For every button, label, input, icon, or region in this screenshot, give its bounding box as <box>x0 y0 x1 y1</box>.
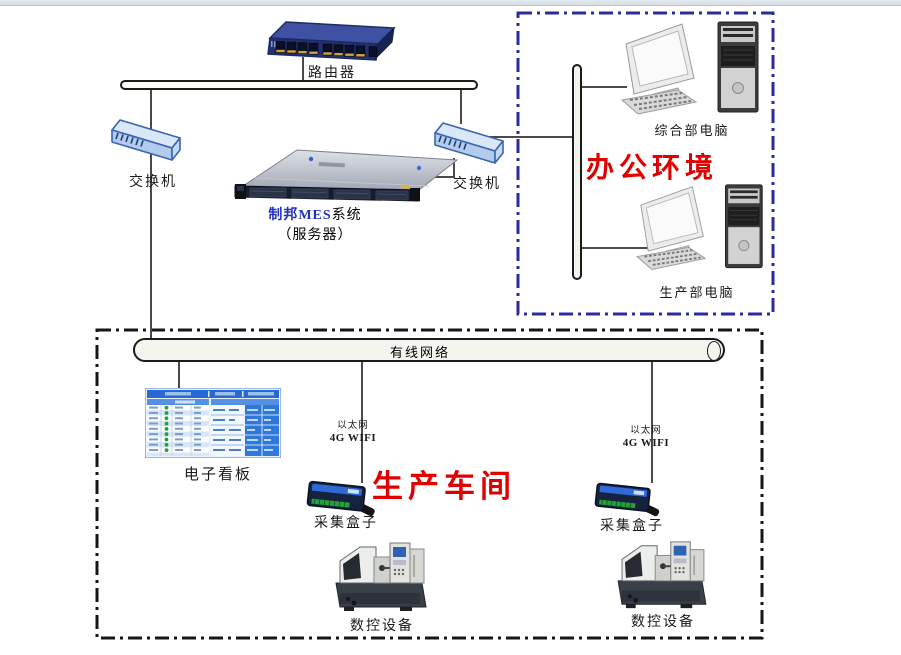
top-network-bus <box>120 80 478 90</box>
server-label: 制邦MES系统 （服务器） <box>248 204 382 244</box>
server-brand-text: 制邦MES <box>268 208 332 223</box>
cnc-right-icon <box>617 541 707 609</box>
left-switch-drop-line <box>150 90 152 340</box>
router-to-bus-line <box>302 57 304 81</box>
kanban-screen <box>145 388 281 458</box>
right-switch-drop-line <box>460 90 462 124</box>
network-to-collector1-line <box>361 361 363 483</box>
cnc-left-label: 数控设备 <box>350 619 414 634</box>
pc-prod-label: 生产部电脑 <box>659 285 735 300</box>
pc-admin-icon <box>620 21 759 115</box>
wifi-label-2: 4G WIFI <box>622 437 670 449</box>
collector-left-label: 采集盒子 <box>314 516 378 531</box>
workshop-zone-border <box>95 328 764 640</box>
cnc-left-icon <box>335 542 427 611</box>
pc-prod-icon <box>636 184 763 270</box>
switch-right-label: 交换机 <box>453 177 501 192</box>
bar-to-pc1-line <box>581 86 627 88</box>
cnc-right-label: 数控设备 <box>631 615 695 630</box>
switch-left-icon <box>111 119 181 161</box>
wifi-label-1: 4G WIFI <box>329 432 377 444</box>
bar-to-pc2-line <box>581 247 657 249</box>
office-zone-label: 办公环境 <box>586 153 719 184</box>
server-subtitle: （服务器） <box>277 228 353 243</box>
collector-left-icon <box>306 480 375 517</box>
mes-server-icon <box>234 149 459 202</box>
window-top-bar <box>0 0 901 6</box>
server-to-switch-line-v <box>453 158 455 178</box>
office-zone-border <box>516 11 775 316</box>
server-rest-text: 系统 <box>331 208 362 223</box>
ethernet-label-1: 以太网 <box>337 421 369 431</box>
pc-admin-label: 综合部电脑 <box>654 123 730 138</box>
network-to-collector2-line <box>651 361 653 483</box>
router-icon <box>267 21 396 61</box>
office-backbone-bar <box>572 64 582 280</box>
switch-right-icon <box>434 122 504 164</box>
wired-network-label: 有线网络 <box>390 345 451 360</box>
workshop-zone-label: 生产车间 <box>372 469 516 504</box>
wired-network-bus: 有线网络 <box>133 338 725 362</box>
ethernet-label-2: 以太网 <box>630 426 662 436</box>
router-label: 路由器 <box>308 66 356 81</box>
kanban-label: 电子看板 <box>183 467 252 483</box>
switch-to-office-bar-line <box>488 136 574 138</box>
switch-left-label: 交换机 <box>129 175 177 190</box>
collector-right-label: 采集盒子 <box>600 519 664 534</box>
collector-right-icon <box>594 482 660 517</box>
network-to-kanban-line <box>178 361 180 389</box>
